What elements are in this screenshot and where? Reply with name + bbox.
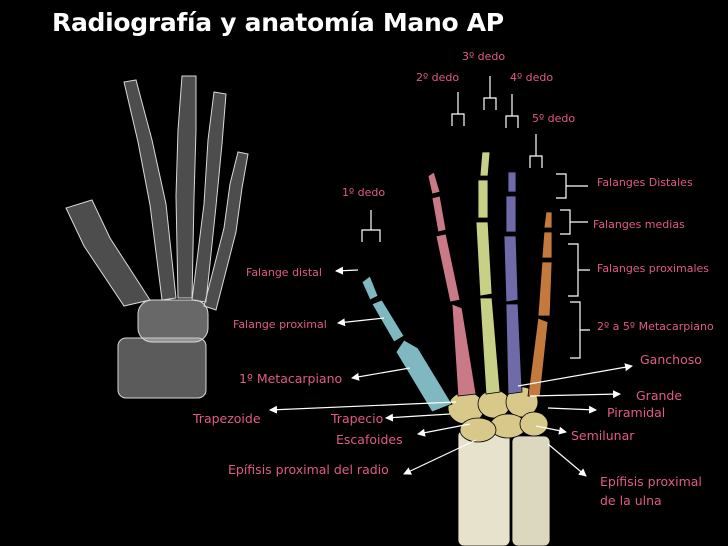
arrow-falange-distal [336,270,358,271]
index-middle [432,196,446,232]
label-epifisis-ulna-line1: Epífisis proximal [600,474,702,489]
arrow-piramidal [548,408,596,410]
label-semilunar: Semilunar [571,428,634,443]
label-falanges-distales: Falanges Distales [597,176,693,189]
label-dedo4: 4º dedo [510,71,553,84]
radius-bone [458,430,510,546]
bracket-dedo1 [362,210,380,242]
slide-title: Radiografía y anatomía Mano AP [52,8,504,37]
arrow-epifisis-ulna [548,444,586,476]
label-dedo5: 5º dedo [532,112,575,125]
label-dedo1: 1º dedo [342,186,385,199]
little-distal [544,212,552,228]
label-piramidal: Piramidal [607,405,665,420]
thumb-bones [362,276,452,412]
ulna-bone [512,436,550,546]
label-metacarpiano-1: 1º Metacarpiano [239,371,342,386]
thumb-distal-phalanx [362,276,378,300]
index-proximal [436,234,460,302]
ring-middle [506,196,516,232]
index-metacarpal [452,304,476,396]
xray-forearm [118,338,206,398]
carpal-escafoides [460,418,496,442]
label-trapecio: Trapecio [331,411,383,426]
thumb-proximal-phalanx [372,300,404,342]
ring-proximal [504,236,518,302]
bracket-distales [556,174,588,198]
label-escafoides: Escafoides [336,432,403,447]
middle-middle [478,180,488,218]
label-falange-distal: Falange distal [246,266,322,279]
bracket-dedo2 [452,92,464,126]
label-falanges-proximales: Falanges proximales [597,262,709,275]
index-bones [428,172,476,396]
bracket-metacarpianos [570,302,590,358]
arrow-trapecio [386,414,450,418]
bracket-dedo3 [484,76,496,110]
xray-middle [176,76,196,298]
ring-bones [504,172,522,394]
label-dedo2: 2º dedo [416,71,459,84]
bracket-proximales [568,244,590,296]
middle-bones [476,152,500,394]
index-distal [428,172,440,194]
bracket-dedo4 [506,94,518,128]
little-proximal [538,262,552,316]
label-falange-proximal: Falange proximal [233,318,327,331]
label-ganchoso: Ganchoso [640,352,702,367]
little-middle [542,232,552,258]
label-grande: Grande [636,388,682,403]
ring-distal [508,172,516,192]
anatomy-hand [362,152,552,546]
arrow-grande [530,394,620,396]
arrow-falange-proximal [338,318,384,323]
xray-thumb [66,200,150,306]
label-dedo3: 3º dedo [462,50,505,63]
label-epifisis-radio: Epífisis proximal del radio [228,462,389,477]
middle-proximal [476,222,492,296]
middle-distal [480,152,490,176]
carpal-piramidal [520,412,548,436]
middle-metacarpal [480,298,500,394]
label-metacarpianos-2-5: 2º a 5º Metacarpiano [597,320,714,333]
arrow-metacarpiano1 [352,368,410,378]
little-bones [528,212,552,396]
xray-index [124,80,176,300]
label-falanges-medias: Falanges medias [593,218,685,231]
label-epifisis-ulna-line2: de la ulna [600,493,662,508]
thumb-metacarpal [396,340,452,412]
xray-hand [66,76,248,398]
label-trapezoide: Trapezoide [193,411,261,426]
bracket-medias [560,210,588,234]
ring-metacarpal [506,304,522,394]
xray-carpals [138,300,208,342]
bracket-dedo5 [530,134,542,168]
